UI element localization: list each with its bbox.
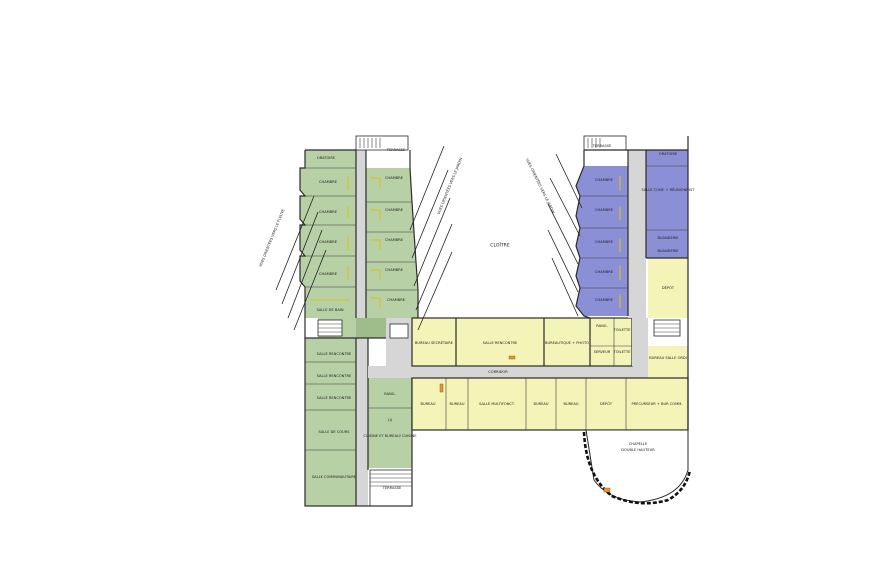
- label-bureau: BUREAU: [534, 402, 549, 406]
- label-vues-left: VUES ORIENTÉES VERS LE FLEUVE: [258, 207, 286, 267]
- label-bureautique: BUREAUTIQUE + PHOTO: [545, 341, 589, 345]
- label-chambre: CHAMBRE: [595, 208, 614, 212]
- view-arrows-left: [275, 195, 327, 331]
- label-bureau-salle-ordi: BUREAU SALLE ORDI: [649, 356, 686, 360]
- left-wing: [299, 135, 419, 507]
- label-corridor: CORRIDOR: [488, 370, 508, 374]
- label-bureau: BUREAU: [564, 402, 579, 406]
- label-rang: RANG.: [384, 392, 395, 396]
- label-double-hauteur: DOUBLE HAUTEUR: [621, 448, 655, 452]
- label-terrasse-bottom: TERRASSE: [382, 486, 402, 490]
- label-toilette: TOILETTE: [613, 328, 632, 332]
- label-cloitre: CLOÎTRE: [490, 242, 510, 249]
- label-salle-rencontre-center: SALLE RENCONTRE: [483, 341, 518, 345]
- label-lift: L/J: [388, 418, 392, 422]
- label-buanderie: BUANDERIE: [657, 249, 679, 253]
- label-bureau: BUREAU: [450, 402, 465, 406]
- label-oratoire-left: ORATOIRE: [317, 156, 336, 160]
- label-depot-right: DÉPÔT: [662, 285, 675, 290]
- label-salle-rencontre: SALLE RENCONTRE: [317, 374, 352, 378]
- label-bureau: BUREAU: [421, 402, 436, 406]
- label-chambre: CHAMBRE: [319, 210, 338, 214]
- view-arrows-mid: [409, 145, 453, 331]
- label-cuisine: CUISINE ET BUREAU/ CUISINE: [363, 434, 417, 438]
- label-salle-rencontre: SALLE RENCONTRE: [317, 352, 352, 356]
- label-salle-de-cours: SALLE DE COURS: [318, 430, 350, 434]
- right-wing: [575, 135, 689, 430]
- label-chambre: CHAMBRE: [595, 270, 614, 274]
- label-oratoire-right: ORATOIRE: [659, 152, 678, 156]
- label-toilette: TOILETTE: [613, 350, 632, 354]
- label-chapelle: CHAPELLE: [629, 442, 648, 446]
- label-chambre: CHAMBRE: [385, 176, 404, 180]
- label-chambre: CHAMBRE: [387, 298, 406, 302]
- label-chambre: CHAMBRE: [595, 240, 614, 244]
- label-chambre: CHAMBRE: [319, 240, 338, 244]
- label-vues-right: VUES ORIENTÉES VERS LE JARDIN: [525, 157, 556, 214]
- label-chambre: CHAMBRE: [319, 272, 338, 276]
- label-terrasse-top-left: TERRASSE: [386, 148, 406, 152]
- label-salle-communautaire: SALLE COMMUNAUTAIRE: [312, 475, 357, 479]
- label-chambre: CHAMBRE: [595, 298, 614, 302]
- label-buanderie: BUANDERIE: [657, 236, 679, 240]
- label-salle-multifonct: SALLE MULTIFONCT.: [479, 402, 515, 406]
- label-chambre: CHAMBRE: [319, 180, 338, 184]
- label-bureau-secretaire: BUREAU SECRÉTAIRE: [415, 340, 454, 345]
- label-chambre: CHAMBRE: [385, 238, 404, 242]
- label-salle-de-bain: SALLE DE BAIN: [316, 308, 343, 312]
- chapel: [582, 429, 692, 505]
- label-precurseur: PRÉCURSEUR + BUR COMM.: [632, 401, 683, 406]
- label-depot: DÉPÔT: [600, 401, 613, 406]
- label-terrasse-right: TERRASSE: [592, 144, 612, 148]
- label-salle-conf: SALLE CONF. + RÉUNIONNIST: [641, 187, 695, 192]
- label-salle-rencontre: SALLE RENCONTRE: [317, 396, 352, 400]
- admin-wing: [368, 258, 689, 431]
- label-serveur: SERVEUR: [594, 350, 611, 354]
- label-chambre: CHAMBRE: [385, 268, 404, 272]
- label-chambre: CHAMBRE: [595, 178, 614, 182]
- label-vues-mid: VUES ORIENTÉES VERS LE JARDIN: [436, 156, 464, 215]
- view-arrows-right: [547, 153, 583, 317]
- label-rang: RANG.: [596, 324, 607, 328]
- label-chambre: CHAMBRE: [385, 208, 404, 212]
